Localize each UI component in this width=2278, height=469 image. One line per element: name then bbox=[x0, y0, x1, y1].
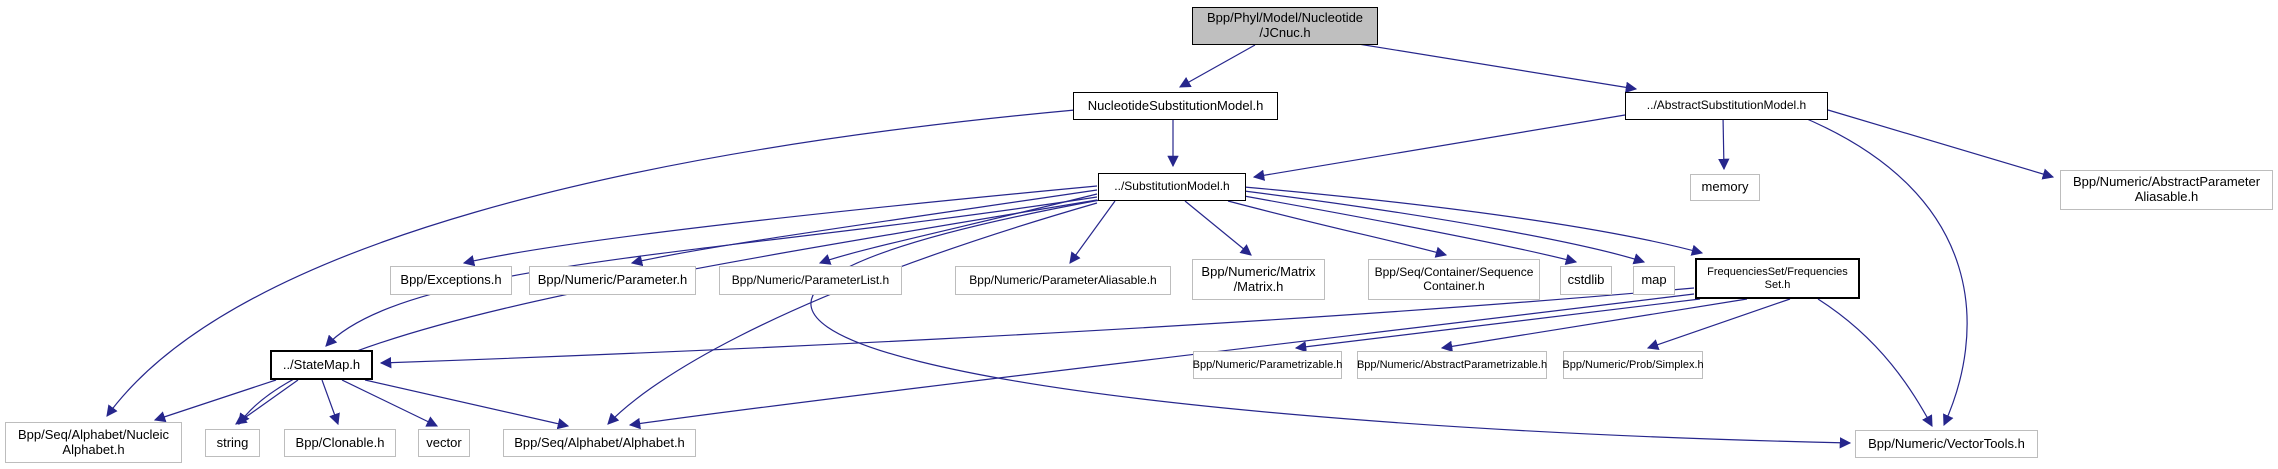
node-abstract-parametrizable: Bpp/Numeric/AbstractParametrizable.h bbox=[1357, 351, 1547, 379]
edge-submodel-to-parameterlist bbox=[818, 193, 1098, 265]
edge-freqset-to-alphabet bbox=[628, 293, 1695, 430]
node-alphabet: Bpp/Seq/Alphabet/Alphabet.h bbox=[503, 429, 696, 457]
edge-submodel-to-alphabet bbox=[607, 202, 1098, 425]
node-matrix: Bpp/Numeric/Matrix /Matrix.h bbox=[1192, 259, 1325, 300]
edge-submodel-to-seqcontainer bbox=[1227, 200, 1448, 258]
node-cstdlib: cstdlib bbox=[1560, 266, 1612, 295]
edge-statemap-to-alphabet bbox=[364, 379, 570, 430]
node-nucleic-alphabet: Bpp/Seq/Alphabet/Nucleic Alphabet.h bbox=[5, 422, 182, 463]
edge-statemap-to-string bbox=[235, 379, 299, 425]
edge-submodel-to-string bbox=[238, 199, 1098, 425]
node-substitution-model[interactable]: ../SubstitutionModel.h bbox=[1098, 173, 1246, 201]
edge-submodel-to-statemap bbox=[325, 196, 1098, 347]
node-parameter-list: Bpp/Numeric/ParameterList.h bbox=[719, 266, 902, 295]
edge-submodel-to-matrix bbox=[1184, 200, 1252, 256]
node-state-map[interactable]: ../StateMap.h bbox=[270, 350, 373, 380]
node-memory: memory bbox=[1690, 174, 1760, 201]
edge-submodel-to-exceptions bbox=[462, 185, 1098, 267]
edge-nucsubmodel-to-nucleicalphabet bbox=[106, 109, 1076, 417]
node-vector-tools: Bpp/Numeric/VectorTools.h bbox=[1855, 430, 2038, 458]
edge-freqset-to-absparametrizable bbox=[1440, 298, 1748, 353]
node-string: string bbox=[205, 429, 260, 457]
edge-abssubmodel-to-memory bbox=[1718, 115, 1730, 171]
node-parametrizable: Bpp/Numeric/Parametrizable.h bbox=[1193, 351, 1342, 379]
edge-statemap-to-nucleicalphabet bbox=[153, 379, 277, 423]
node-frequencies-set[interactable]: FrequenciesSet/Frequencies Set.h bbox=[1695, 258, 1860, 299]
edge-abssubmodel-to-submodel bbox=[1252, 114, 1626, 181]
edge-abssubmodel-to-vectortools bbox=[1799, 115, 1968, 427]
node-abstract-parameter-aliasable: Bpp/Numeric/AbstractParameter Aliasable.… bbox=[2060, 170, 2273, 210]
edge-submodel-to-paramaliasable bbox=[1069, 200, 1116, 264]
node-clonable: Bpp/Clonable.h bbox=[284, 429, 396, 457]
edge-statemap-to-vector bbox=[341, 379, 439, 427]
node-abstract-substitution-model[interactable]: ../AbstractSubstitutionModel.h bbox=[1625, 92, 1828, 120]
node-sequence-container: Bpp/Seq/Container/Sequence Container.h bbox=[1368, 259, 1540, 300]
node-parameter-aliasable: Bpp/Numeric/ParameterAliasable.h bbox=[955, 266, 1171, 295]
edge-submodel-to-map bbox=[1243, 190, 1646, 265]
edge-submodel-to-cstdlib bbox=[1243, 195, 1578, 265]
node-nucleotide-substitution-model[interactable]: NucleotideSubstitutionModel.h bbox=[1073, 92, 1278, 120]
edge-freqset-to-parametrizable bbox=[1294, 298, 1701, 353]
node-vector: vector bbox=[418, 429, 470, 457]
edge-submodel-to-parameter bbox=[630, 189, 1098, 267]
edge-abssubmodel-to-absparamaliasable bbox=[1827, 109, 2055, 180]
edge-statemap-to-clonable bbox=[321, 379, 340, 426]
node-map: map bbox=[1633, 266, 1675, 295]
edge-freqset-to-statemap bbox=[379, 287, 1695, 369]
edge-freqset-to-vectortools bbox=[1817, 298, 1933, 427]
node-parameter: Bpp/Numeric/Parameter.h bbox=[529, 266, 696, 295]
edge-jcnuc-to-abssubmodel bbox=[1351, 42, 1638, 93]
edge-submodel-to-vectortools bbox=[810, 199, 1852, 449]
node-exceptions: Bpp/Exceptions.h bbox=[390, 266, 512, 295]
edge-freqset-to-simplex bbox=[1646, 298, 1791, 351]
edge-submodel-to-freqset bbox=[1243, 186, 1704, 256]
node-prob-simplex: Bpp/Numeric/Prob/Simplex.h bbox=[1562, 351, 1704, 379]
edge-jcnuc-to-nucsubmodel bbox=[1179, 44, 1256, 88]
node-jcnuc-header: Bpp/Phyl/Model/Nucleotide /JCnuc.h bbox=[1192, 7, 1378, 45]
